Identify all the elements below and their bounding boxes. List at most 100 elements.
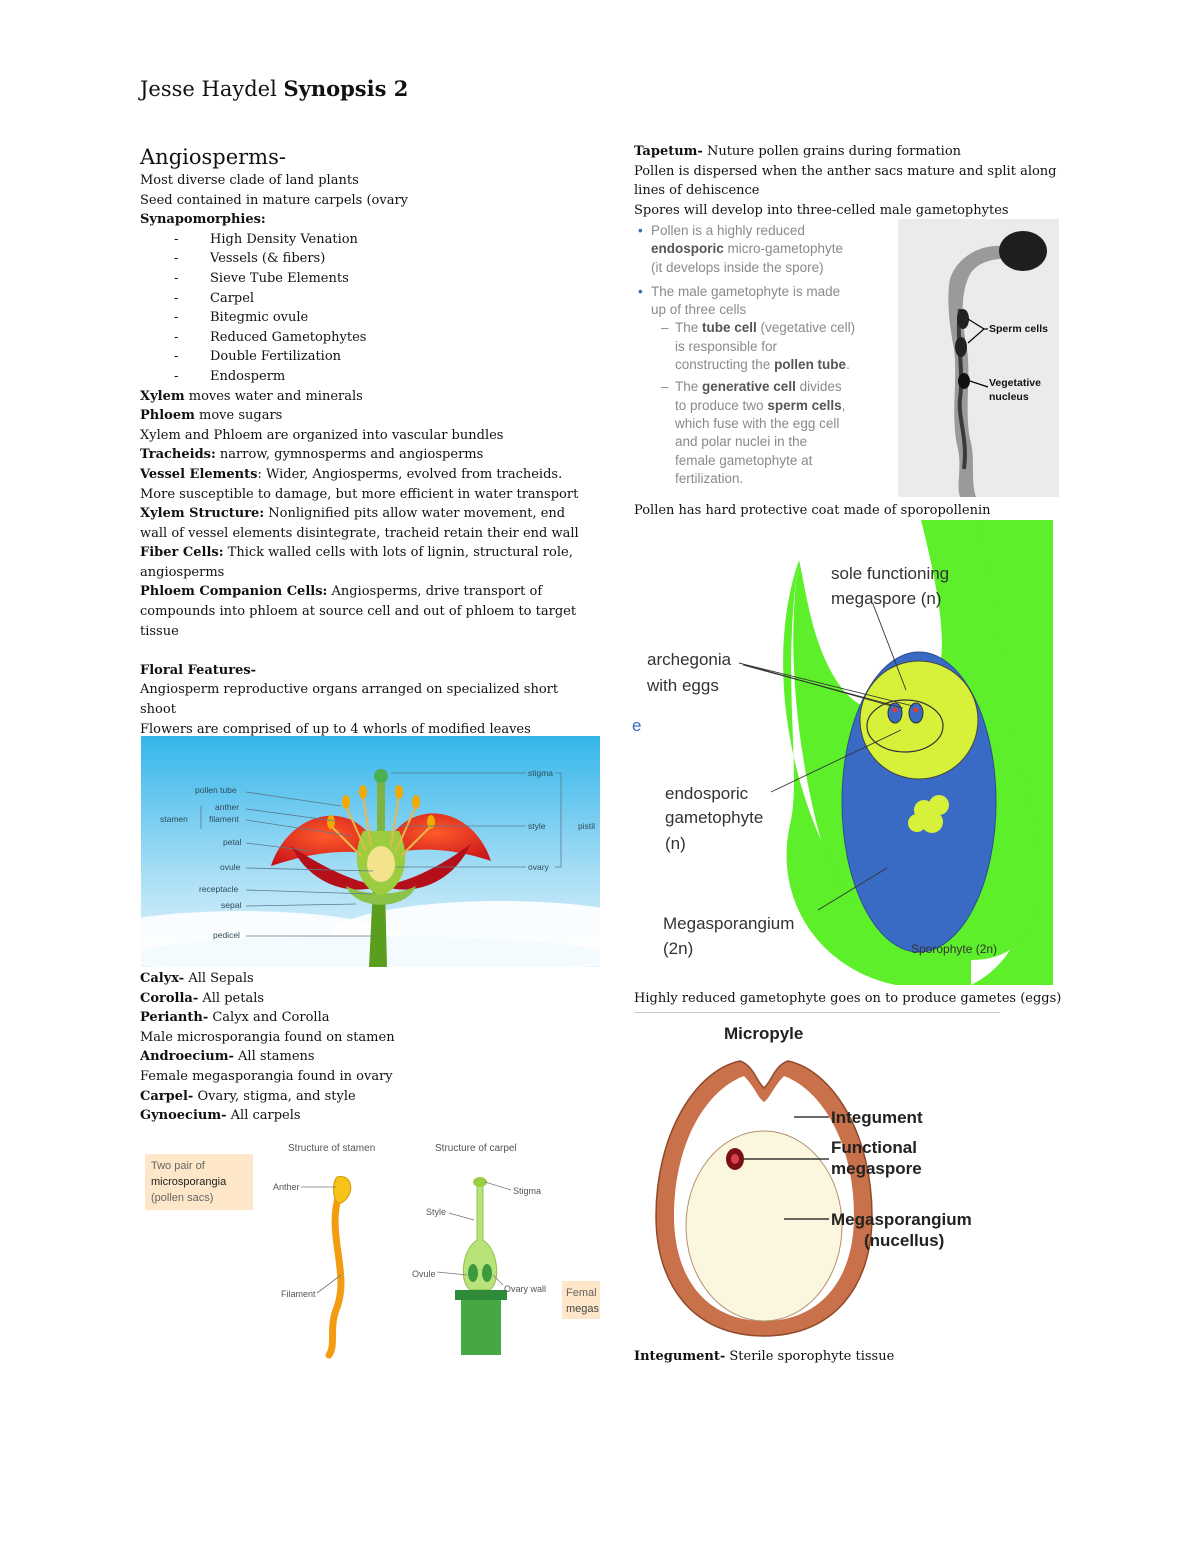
bullet-text: up of three cells — [651, 302, 747, 318]
label-sepal: sepal — [221, 900, 241, 910]
label-megasporangium: Megasporangium — [663, 914, 794, 933]
bullet-text: The — [675, 320, 703, 336]
label-pedicel: pedicel — [213, 930, 240, 940]
label-sperm-cells: Sperm cells — [989, 323, 1048, 335]
definition-text: wall of vessel elements disintegrate, tr… — [140, 525, 579, 541]
synapomorphy-item: Bitegmic ovule — [140, 308, 600, 328]
definition-text: narrow, gymnosperms and angiosperms — [215, 447, 484, 463]
tapetum-text: Nuture pollen grains during formation — [702, 144, 962, 159]
tapetum-term: Tapetum- — [634, 144, 703, 159]
floral-features-title: Floral Features- — [140, 662, 257, 678]
label-nucellus: (nucellus) — [864, 1231, 944, 1250]
label-nucleus: nucleus — [989, 391, 1029, 403]
bullet-text: , — [841, 397, 846, 413]
part-term: Carpel- — [140, 1088, 194, 1104]
label-megaspore: megaspore — [831, 1159, 922, 1178]
pollen-tube-photo: Sperm cells Vegetative nucleus — [898, 219, 1059, 497]
bullet-text: and polar nuclei in the — [675, 434, 808, 450]
part-text: Calyx and Corolla — [208, 1010, 330, 1026]
definition-term: Phloem Companion Cells: — [140, 584, 328, 600]
pollen-coat-line: Pollen has hard protective coat made of … — [634, 501, 991, 521]
left-column-text: Most diverse clade of land plants Seed c… — [140, 171, 600, 739]
label-endosporic: endosporic — [665, 784, 749, 803]
note-line: megas — [566, 1303, 600, 1315]
definition-term: Xylem Structure: — [140, 506, 265, 522]
part-text: All petals — [198, 990, 265, 1006]
synapomorphy-item: Double Fertilization — [140, 347, 600, 367]
bullet-text: . — [846, 357, 850, 373]
part-text: Female megasporangia found in ovary — [140, 1068, 393, 1084]
pollen-bullet-slide: • Pollen is a highly reduced endosporic … — [634, 222, 894, 488]
part-term: Perianth- — [140, 1010, 209, 1026]
synapomorphy-item: Carpel — [140, 289, 600, 309]
bullet-text: divides — [795, 379, 842, 395]
pollen-line: Pollen is dispersed when the anther sacs… — [634, 163, 1057, 179]
part-term: Corolla- — [140, 990, 199, 1006]
definition-text: : Wider, Angiosperms, evolved from trach… — [257, 466, 563, 482]
label-archegonia: archegonia — [647, 650, 732, 669]
bullet-bold: pollen tube — [774, 357, 847, 373]
bullet-text: micro-gametophyte — [723, 241, 844, 257]
synapomorphy-item: High Density Venation — [140, 230, 600, 250]
bullet-bold: tube cell — [702, 320, 757, 336]
synapomorphies-title: Synapomorphies: — [140, 212, 266, 228]
label-filament-small: Filament — [281, 1289, 316, 1299]
definition-text: angiosperms — [140, 564, 225, 580]
bullet-text: to produce two — [675, 397, 768, 413]
label-filament: filament — [209, 814, 239, 824]
label-receptacle: receptacle — [199, 884, 238, 894]
label-anther: anther — [215, 802, 239, 812]
sub-bullet-item: – The generative cell divides to produce… — [634, 378, 894, 488]
floral-parts-text: Calyx- All Sepals Corolla- All petals Pe… — [140, 969, 600, 1126]
note-line: Two pair of — [151, 1160, 206, 1172]
ovule-figure: Micropyle Integument Functional megaspor… — [634, 1016, 974, 1343]
stamen-carpel-figure: Structure of stamen Structure of carpel … — [145, 1143, 600, 1359]
part-text: Male microsporangia found on stamen — [140, 1029, 395, 1045]
definition-term: Phloem — [140, 408, 195, 424]
synapomorphy-item: Reduced Gametophytes — [140, 328, 600, 348]
definition-text: Thick walled cells with lots of lignin, … — [223, 545, 573, 561]
bullet-item: • Pollen is a highly reduced endosporic … — [634, 222, 894, 277]
note-line: Femal — [566, 1287, 597, 1299]
integument-text: Sterile sporophyte tissue — [725, 1349, 895, 1364]
bullet-text: female gametophyte at — [675, 452, 813, 468]
definition-term: Vessel Elements — [140, 466, 258, 482]
definition-text: Angiosperms, drive transport of — [327, 584, 543, 600]
definition-text: More susceptible to damage, but more eff… — [140, 486, 579, 502]
carpel-structure-title: Structure of carpel — [435, 1143, 517, 1154]
pollen-line: lines of dehiscence — [634, 183, 760, 199]
definition-term: Fiber Cells: — [140, 545, 224, 561]
megaspore-figure: sole functioning megaspore (n) archegoni… — [621, 520, 1061, 985]
part-text: All stamens — [233, 1049, 315, 1065]
part-text: Ovary, stigma, and style — [193, 1088, 356, 1104]
bullet-text: The — [675, 379, 703, 395]
label-micropyle: Micropyle — [724, 1024, 803, 1043]
label-integument: Integument — [831, 1108, 923, 1127]
female-note — [562, 1281, 600, 1319]
microsporangia-note — [145, 1154, 253, 1210]
author-name: Jesse Haydel — [140, 77, 277, 101]
integument-term: Integument- — [634, 1349, 726, 1364]
part-term: Gynoecium- — [140, 1108, 227, 1124]
label-gametophyte: gametophyte — [665, 808, 763, 827]
synapomorphy-item: Endosperm — [140, 367, 600, 387]
part-term: Androecium- — [140, 1049, 234, 1065]
bullet-text: (vegetative cell) — [756, 320, 856, 336]
pollen-line: Spores will develop into three-celled ma… — [634, 202, 1009, 218]
bullet-text: Pollen is a highly reduced — [651, 223, 805, 238]
synapomorphy-item: Sieve Tube Elements — [140, 269, 600, 289]
intro-line: Most diverse clade of land plants — [140, 173, 359, 188]
label-style-small: Style — [426, 1207, 446, 1217]
label-megasporangium-ovule: Megasporangium — [831, 1210, 972, 1229]
floral-line: Angiosperm reproductive organs arranged … — [140, 682, 559, 698]
label-pistil: pistil — [578, 821, 595, 831]
coat-text: Pollen has hard protective coat made of … — [634, 503, 991, 518]
bullet-text: (it develops inside the spore) — [651, 259, 824, 275]
bullet-bold: sperm cells — [767, 397, 842, 413]
label-stigma-small: Stigma — [513, 1186, 541, 1196]
bullet-text: constructing the — [675, 357, 775, 373]
label-functional: Functional — [831, 1138, 917, 1157]
divider — [634, 1012, 1000, 1013]
part-text: All carpels — [226, 1108, 301, 1124]
label-n: (n) — [665, 834, 686, 853]
